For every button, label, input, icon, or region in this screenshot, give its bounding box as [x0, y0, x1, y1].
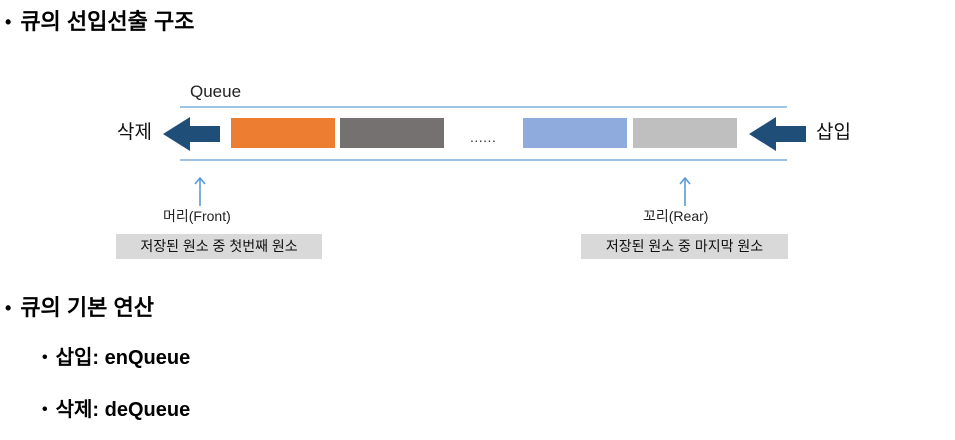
bullet [42, 345, 48, 371]
insert-arrow-shape [749, 117, 806, 151]
operation-item-text: 삭제: deQueue [55, 399, 191, 421]
section-heading-fifo: 큐의 선입선출 구조 [5, 8, 194, 36]
front-pointer-icon [194, 177, 206, 206]
front-description: 저장된 원소 중 첫번째 원소 [116, 234, 322, 259]
section-heading-operations-text: 큐의 기본 연산 [20, 295, 154, 320]
front-pointer-head [194, 177, 206, 185]
delete-arrow-icon [163, 117, 220, 151]
section-heading-operations: 큐의 기본 연산 [5, 294, 154, 322]
queue-element-3 [523, 118, 627, 148]
rear-label: 꼬리(Rear) [643, 208, 709, 224]
delete-arrow-shape [163, 117, 220, 151]
queue-label: Queue [190, 82, 242, 101]
insert-label: 삽입 [816, 122, 851, 143]
bullet [42, 397, 48, 423]
queue-element-2 [340, 118, 444, 148]
rear-pointer-icon [679, 177, 691, 206]
insert-arrow-icon [749, 117, 806, 151]
operation-item-text: 삽입: enQueue [55, 347, 191, 369]
queue-element-1 [231, 118, 335, 148]
bullet [5, 8, 11, 36]
delete-label: 삭제 [117, 122, 152, 143]
queue-ellipsis: ...... [470, 129, 497, 145]
operation-item-enqueue: 삽입: enQueue [42, 345, 191, 371]
front-label: 머리(Front) [163, 208, 231, 224]
bullet [5, 294, 11, 322]
operation-item-dequeue: 삭제: deQueue [42, 397, 191, 423]
queue-element-4 [633, 118, 737, 148]
section-heading-fifo-text: 큐의 선입선출 구조 [20, 9, 195, 34]
rear-pointer-head [679, 177, 691, 185]
queue-bottom-border [180, 159, 787, 161]
queue-top-border [180, 106, 787, 108]
rear-description: 저장된 원소 중 마지막 원소 [581, 234, 788, 259]
